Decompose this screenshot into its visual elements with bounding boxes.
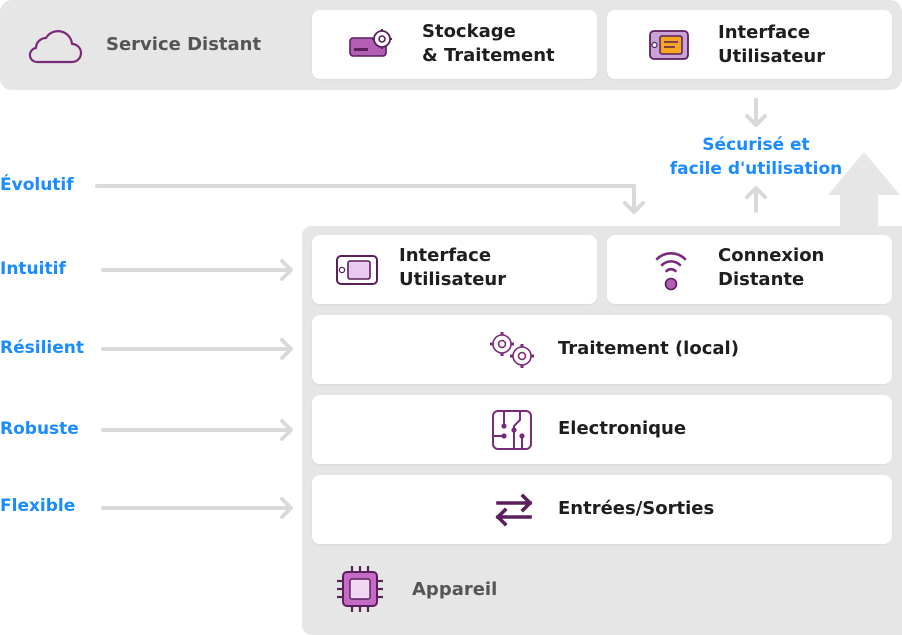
device-ui-label: Interface Utilisateur <box>399 245 507 290</box>
local-processing-card: Traitement (local) <box>312 315 892 384</box>
electronics-card: Electronique <box>312 395 892 464</box>
remote-ui-label: Interface Utilisateur <box>718 22 826 67</box>
remote-connection-card: Connexion Distante <box>607 235 892 304</box>
quality-intuitif: Intuitif <box>0 259 66 279</box>
local-processing-label: Traitement (local) <box>558 338 739 359</box>
cloud-icon <box>28 30 83 64</box>
quality-evolutif: Évolutif <box>0 175 74 195</box>
up-arrow-icon <box>745 186 767 213</box>
quality-flexible: Flexible <box>0 496 76 516</box>
remote-service-label: Service Distant <box>106 34 262 55</box>
evolutif-connector <box>95 184 645 214</box>
exchange-arrows-icon <box>495 493 533 527</box>
device-label: Appareil <box>412 579 498 600</box>
remote-connection-label: Connexion Distante <box>718 245 825 290</box>
resilient-arrow <box>101 338 293 360</box>
circuit-icon <box>492 410 532 450</box>
quality-robuste: Robuste <box>0 419 79 439</box>
chip-icon <box>337 566 383 612</box>
server-gear-icon <box>349 29 392 57</box>
io-card: Entrées/Sorties <box>312 475 892 544</box>
intuitif-arrow <box>101 259 293 281</box>
electronics-label: Electronique <box>558 418 687 439</box>
uplink-arrow-icon <box>828 152 900 226</box>
quality-resilient: Résilient <box>0 338 84 358</box>
device-ui-card: Interface Utilisateur <box>312 235 597 304</box>
wireless-signal-icon <box>655 252 687 291</box>
display-panel-icon <box>336 255 378 285</box>
display-panel-icon <box>649 30 689 60</box>
gears-icon <box>490 332 534 368</box>
secure-easy-note: Sécurisé et facile d'utilisation <box>669 135 843 179</box>
robuste-arrow <box>101 419 293 441</box>
storage-processing-label: Stockage & Traitement <box>422 21 555 66</box>
storage-processing-card: Stockage & Traitement <box>312 10 597 79</box>
down-arrow-icon <box>745 98 767 127</box>
flexible-arrow <box>101 497 293 519</box>
io-label: Entrées/Sorties <box>558 498 715 519</box>
remote-ui-card: Interface Utilisateur <box>607 10 892 79</box>
